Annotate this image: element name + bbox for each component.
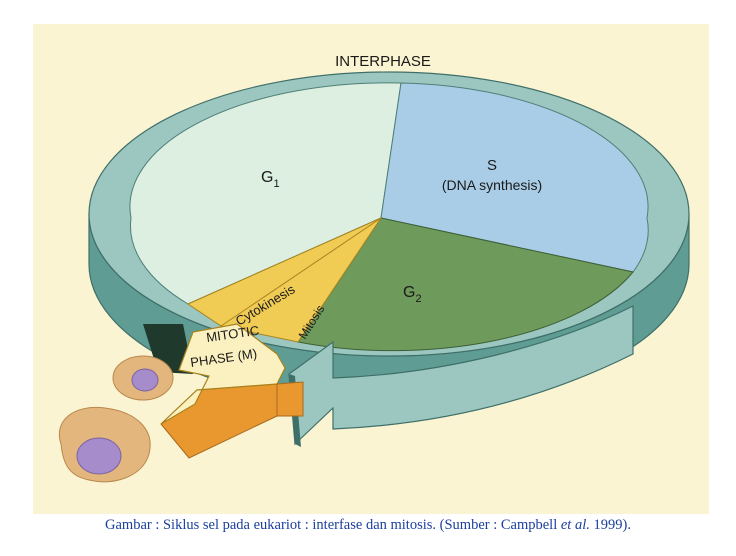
g1-label: G1 xyxy=(261,169,280,190)
g2-sector xyxy=(297,217,634,352)
s-label: S xyxy=(487,157,497,174)
mitotic-arrow xyxy=(160,323,286,425)
mitotic-arrow-side xyxy=(160,383,278,459)
mitotic-phase-line1: MITOTIC xyxy=(205,323,260,345)
interphase-label: INTERPHASE xyxy=(335,53,431,70)
cell-cycle-diagram: INTERPHASE G1 S (DNA synthesis) G2 Cytok… xyxy=(58,53,690,483)
cell-cycle-figure: INTERPHASE G1 S (DNA synthesis) G2 Cytok… xyxy=(33,24,709,514)
daughter-cell-large xyxy=(58,406,151,483)
mitotic-arrow-shaft xyxy=(276,381,304,417)
g1-sector xyxy=(129,82,402,305)
mitotic-wedge-divider xyxy=(220,217,382,327)
interphase-arrowhead xyxy=(288,305,634,446)
s-sublabel: (DNA synthesis) xyxy=(442,177,542,193)
daughter-cell-small xyxy=(112,355,174,401)
caption-text: Gambar : Siklus sel pada eukariot : inte… xyxy=(105,517,561,533)
caption-italic: et al. xyxy=(560,517,590,533)
caption-year: 1999). xyxy=(589,517,631,533)
g2-label: G2 xyxy=(403,284,422,305)
figure-caption: Gambar : Siklus sel pada eukariot : inte… xyxy=(0,517,736,534)
s-sector xyxy=(380,82,649,273)
